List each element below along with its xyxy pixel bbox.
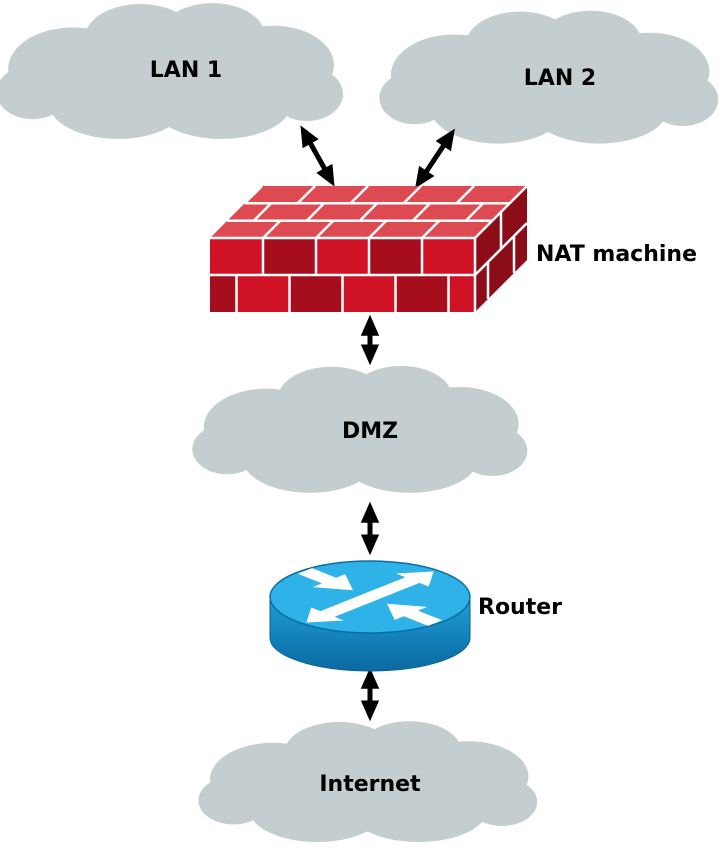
router-arrows-icon — [297, 568, 443, 626]
edges — [300, 125, 455, 722]
lan2-label: LAN 2 — [524, 66, 596, 91]
arrow-lan2-nat — [415, 128, 455, 189]
nat-firewall-icon — [210, 185, 528, 312]
router-icon — [269, 560, 471, 672]
firewall-dark-bricks — [210, 238, 449, 312]
nat-machine-label: NAT machine — [536, 242, 697, 267]
router-label: Router — [478, 595, 562, 620]
lan1-label: LAN 1 — [150, 58, 222, 83]
arrow-lan1-nat — [300, 125, 335, 187]
firewall-mortar-lines — [210, 185, 528, 312]
dmz-label: DMZ — [342, 419, 398, 444]
internet-label: Internet — [319, 772, 421, 797]
